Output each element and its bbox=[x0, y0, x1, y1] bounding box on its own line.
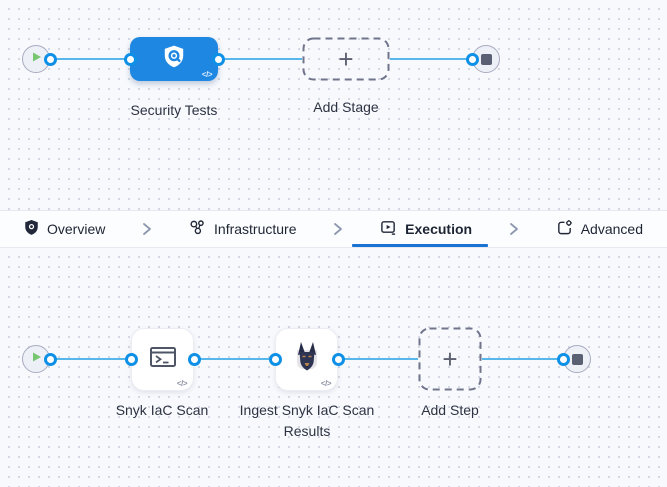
plus-icon: + bbox=[442, 344, 458, 374]
code-badge-icon: </> bbox=[201, 70, 213, 79]
code-badge-icon: </> bbox=[176, 379, 188, 388]
tab-label: Execution bbox=[405, 221, 473, 237]
port-step1-out[interactable] bbox=[188, 353, 201, 366]
stage-tab-bar: Overview Infrastructure bbox=[0, 210, 667, 248]
execution-canvas[interactable]: </> </> + Snyk IaC Sca bbox=[0, 248, 667, 487]
port-stage-in[interactable] bbox=[124, 53, 137, 66]
add-step-label: Add Step bbox=[421, 402, 479, 418]
edge-addstage-to-end bbox=[390, 58, 472, 60]
stage-node-security-tests[interactable]: </> bbox=[130, 37, 218, 81]
edge-step1-to-step2 bbox=[194, 358, 275, 360]
active-tab-underline bbox=[352, 244, 489, 247]
add-step-button[interactable]: + bbox=[418, 327, 482, 391]
terminal-icon bbox=[146, 340, 180, 379]
step-label: Snyk IaC Scan bbox=[115, 402, 209, 418]
stop-icon bbox=[571, 353, 583, 365]
tab-infrastructure[interactable]: Infrastructure bbox=[189, 211, 297, 247]
tab-overview[interactable]: Overview bbox=[24, 211, 105, 247]
add-stage-button[interactable]: + bbox=[302, 37, 390, 81]
edge-step2-to-addstep bbox=[338, 358, 418, 360]
chevron-right-icon bbox=[507, 221, 521, 237]
edge-start-to-stage bbox=[50, 58, 130, 60]
play-icon bbox=[30, 50, 42, 68]
tab-label: Infrastructure bbox=[214, 221, 297, 237]
port-step2-out[interactable] bbox=[332, 353, 345, 366]
port-step2-in[interactable] bbox=[269, 353, 282, 366]
tab-advanced[interactable]: Advanced bbox=[556, 211, 643, 247]
step-label: Ingest Snyk IaC Scan Results bbox=[239, 402, 375, 439]
edge-start-to-step1 bbox=[50, 358, 131, 360]
execution-play-icon bbox=[380, 219, 397, 239]
advanced-settings-icon bbox=[556, 219, 573, 239]
port-start-out[interactable] bbox=[44, 353, 57, 366]
tab-label: Overview bbox=[47, 221, 106, 237]
port-end-in[interactable] bbox=[466, 53, 479, 66]
add-stage-label: Add Stage bbox=[313, 99, 379, 115]
port-end-in[interactable] bbox=[557, 353, 570, 366]
edge-addstep-to-end bbox=[482, 358, 563, 360]
stage-canvas[interactable]: </> + Security Tests Add Stage bbox=[0, 0, 667, 210]
infrastructure-icon bbox=[189, 219, 206, 239]
port-start-out[interactable] bbox=[44, 53, 57, 66]
step-node-ingest-snyk-results[interactable]: </> bbox=[275, 328, 338, 391]
edge-stage-to-addstage bbox=[218, 58, 302, 60]
snyk-doberman-icon bbox=[289, 339, 325, 380]
play-icon bbox=[30, 350, 42, 368]
chevron-right-icon bbox=[331, 221, 345, 237]
security-shield-icon bbox=[161, 44, 187, 75]
chevron-right-icon bbox=[140, 221, 154, 237]
plus-icon: + bbox=[338, 44, 354, 74]
step-node-snyk-iac-scan[interactable]: </> bbox=[131, 328, 194, 391]
code-badge-icon: </> bbox=[320, 379, 332, 388]
shield-icon bbox=[24, 219, 39, 239]
port-step1-in[interactable] bbox=[125, 353, 138, 366]
stage-label: Security Tests bbox=[130, 102, 218, 118]
tab-execution[interactable]: Execution bbox=[352, 211, 489, 247]
stop-icon bbox=[480, 53, 492, 65]
port-stage-out[interactable] bbox=[212, 53, 225, 66]
tab-label: Advanced bbox=[580, 221, 643, 237]
